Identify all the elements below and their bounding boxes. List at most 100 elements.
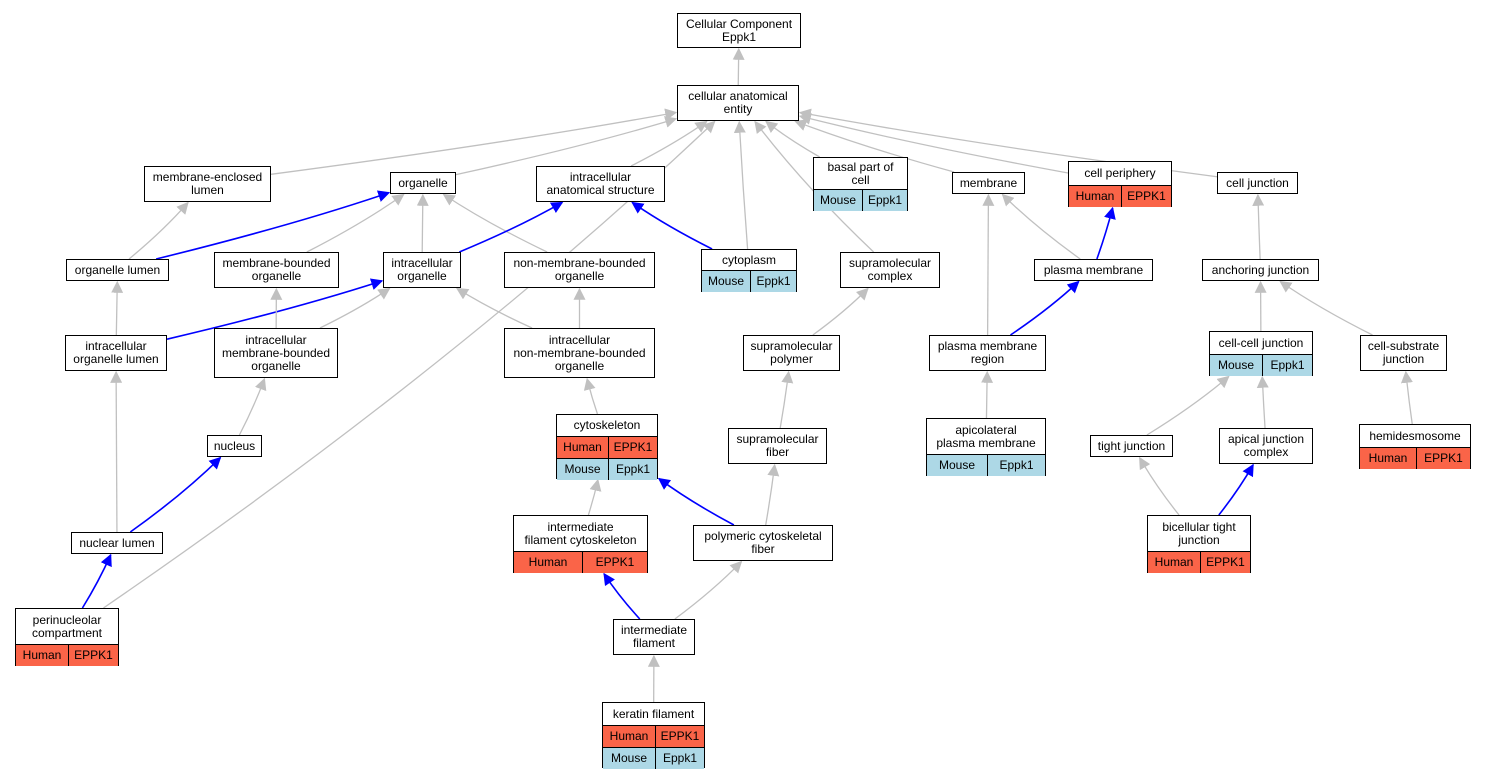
node-label: bicellular tight junction bbox=[1162, 519, 1236, 547]
node-membrane[interactable]: membrane bbox=[952, 172, 1025, 194]
gene-label: EPPK1 bbox=[68, 645, 118, 666]
node-label: nucleus bbox=[213, 438, 256, 453]
gene-label: Eppk1 bbox=[862, 190, 907, 211]
species-row-human: Human EPPK1 bbox=[603, 725, 704, 747]
node-label: polymeric cytoskeletal fiber bbox=[704, 529, 822, 556]
species-label: Mouse bbox=[819, 193, 857, 207]
node-supracomplex[interactable]: supramolecular complex bbox=[840, 252, 940, 288]
node-inmbo[interactable]: intracellular non-membrane-bounded organ… bbox=[504, 328, 655, 378]
edge-intfil-to-pcf bbox=[674, 560, 743, 620]
node-suprafiber[interactable]: supramolecular fiber bbox=[728, 428, 827, 464]
edge-plasmamembrane-to-membrane bbox=[1001, 193, 1081, 260]
gene-label: Eppk1 bbox=[987, 455, 1045, 476]
edge-mbo-to-organelle bbox=[306, 193, 405, 253]
node-imbo[interactable]: intracellular membrane-bounded organelle bbox=[214, 328, 338, 378]
node-nucleus[interactable]: nucleus bbox=[207, 435, 262, 457]
node-label: intermediate filament cytoskeleton bbox=[524, 519, 637, 547]
node-label: keratin filament bbox=[612, 706, 695, 721]
edge-bicellular-to-tight bbox=[1139, 456, 1180, 516]
gene-label: EPPK1 bbox=[582, 552, 647, 573]
edge-ias-to-cae bbox=[630, 120, 708, 167]
edge-iol-to-orglumen bbox=[111, 280, 124, 336]
node-apicaljc[interactable]: apical junction complex bbox=[1219, 428, 1313, 464]
species-label: Human bbox=[609, 729, 649, 743]
node-label: plasma membrane bbox=[1043, 262, 1144, 277]
node-label: cytoplasm bbox=[721, 252, 777, 267]
node-anchoring[interactable]: anchoring junction bbox=[1202, 259, 1319, 281]
edge-ifc-to-cytoskeleton bbox=[587, 478, 602, 516]
gene-label: Eppk1 bbox=[1262, 355, 1312, 376]
gene-label: Eppk1 bbox=[608, 459, 657, 480]
node-iol[interactable]: intracellular organelle lumen bbox=[65, 335, 167, 371]
node-mel[interactable]: membrane-enclosed lumen bbox=[144, 166, 271, 202]
node-root[interactable]: Cellular Component Eppk1 bbox=[677, 13, 801, 48]
edge-pcf-to-cytoskeleton bbox=[657, 477, 735, 526]
node-suprapolymer[interactable]: supramolecular polymer bbox=[743, 335, 840, 371]
node-nuclumen[interactable]: nuclear lumen bbox=[71, 532, 163, 554]
node-label: intracellular organelle bbox=[391, 256, 453, 283]
edge-pmregion-to-membrane bbox=[982, 193, 995, 336]
node-pmregion[interactable]: plasma membrane region bbox=[929, 335, 1046, 371]
gene-label: EPPK1 bbox=[608, 437, 657, 458]
gene-label: EPPK1 bbox=[1200, 552, 1250, 573]
edge-csjunction-to-anchoring bbox=[1279, 280, 1373, 336]
gene-label: EPPK1 bbox=[1416, 448, 1470, 469]
node-pcf[interactable]: polymeric cytoskeletal fiber bbox=[693, 525, 833, 561]
gene-label: Eppk1 bbox=[655, 748, 704, 769]
edge-intraorg-to-ias bbox=[459, 201, 564, 253]
edge-pcf-to-suprafiber bbox=[765, 463, 780, 526]
species-label: Human bbox=[1075, 189, 1115, 203]
node-nmbo[interactable]: non-membrane-bounded organelle bbox=[504, 252, 655, 288]
node-ias[interactable]: intracellular anatomical structure bbox=[536, 166, 665, 202]
node-label: anchoring junction bbox=[1211, 262, 1310, 277]
node-label: intracellular organelle lumen bbox=[73, 339, 159, 366]
edge-tight-to-ccjunction bbox=[1146, 375, 1230, 436]
edge-iol-to-intraorg bbox=[166, 278, 384, 340]
node-label: apical junction complex bbox=[1227, 432, 1305, 459]
node-label: intracellular non-membrane-bounded organ… bbox=[513, 332, 646, 373]
node-tight[interactable]: tight junction bbox=[1090, 435, 1173, 457]
edge-organelle-to-cae bbox=[455, 116, 678, 176]
edge-cytoplasm-to-ias bbox=[631, 201, 713, 250]
node-label: cell-substrate junction bbox=[1367, 339, 1440, 366]
node-organelle[interactable]: organelle bbox=[390, 172, 456, 194]
node-mbo[interactable]: membrane-bounded organelle bbox=[214, 252, 339, 288]
node-cae[interactable]: cellular anatomical entity bbox=[677, 85, 799, 121]
node-label: hemidesmosome bbox=[1369, 428, 1461, 443]
node-label: membrane-enclosed lumen bbox=[152, 170, 263, 197]
node-intfil[interactable]: intermediate filament bbox=[613, 619, 695, 655]
edge-orglumen-to-organelle bbox=[155, 190, 391, 260]
node-plasmamembrane[interactable]: plasma membrane bbox=[1034, 259, 1153, 281]
node-intraorg[interactable]: intracellular organelle bbox=[383, 252, 461, 288]
edge-cytoplasm-to-cae bbox=[733, 120, 749, 250]
node-label: intracellular anatomical structure bbox=[546, 170, 655, 197]
edge-cytoskeleton-to-inmbo bbox=[583, 377, 599, 415]
edge-hemides-to-csjunction bbox=[1400, 370, 1413, 425]
node-csjunction[interactable]: cell-substrate junction bbox=[1360, 335, 1447, 371]
species-label: Human bbox=[1368, 451, 1408, 465]
species-label: Human bbox=[528, 555, 568, 569]
node-celljunction[interactable]: cell junction bbox=[1217, 172, 1298, 194]
node-label: membrane-bounded organelle bbox=[222, 256, 331, 283]
gene-label: EPPK1 bbox=[655, 726, 704, 747]
edge-nmbo-to-organelle bbox=[442, 193, 548, 253]
node-orglumen[interactable]: organelle lumen bbox=[66, 259, 169, 281]
edge-perinuc-to-nuclumen bbox=[81, 553, 112, 609]
